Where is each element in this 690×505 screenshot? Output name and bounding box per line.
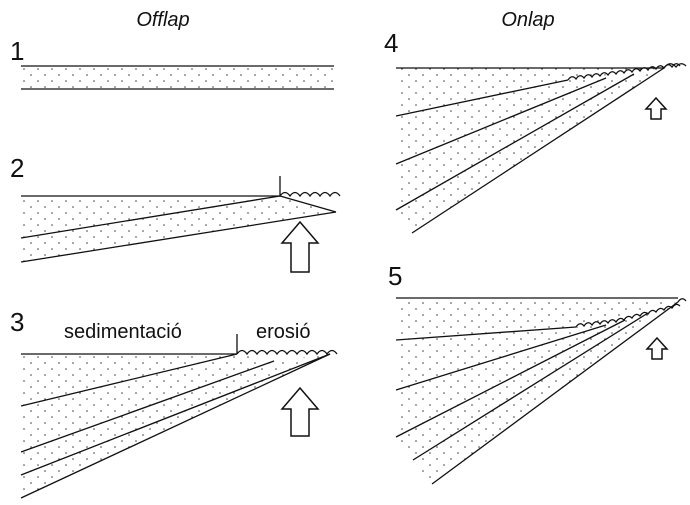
panel-2-bedding-line [279,195,337,213]
panel-2: 2 [10,153,341,273]
panel-5-stippled-wedge [413,302,678,484]
panel-5-base-line [431,301,679,485]
panel-5-number: 5 [388,261,402,291]
panel-3-bedding-line [20,353,331,476]
up-arrow-icon [644,96,668,120]
panel-3-number: 3 [10,307,24,337]
offlap-heading: Offlap [136,9,189,31]
panel-4-number: 4 [384,28,398,58]
panel-2-erosion-surface [279,191,341,198]
panel-5-bedding-line [395,319,626,438]
panel-5-stippled-wedge [396,298,678,340]
onlap-heading: Onlap [501,9,554,31]
up-arrow-icon [280,386,320,437]
panel-1-number: 1 [10,36,24,66]
panel-5-bedding-line [395,326,577,341]
panel-5-erosion-surface [677,298,687,303]
panel-2-base-line [20,211,337,263]
panel-3-stippled-wedge [21,354,274,452]
panel-1-stippled-layer [21,66,334,89]
panel-3-bedding-line [20,360,275,453]
panel-4-erosion-surface [567,63,681,81]
panel-4-stippled-wedge [396,68,664,116]
panel-4-erosion-surface [663,63,687,69]
panel-2-stippled-band [21,196,336,262]
panel-4-bedding-line [395,79,569,117]
up-arrow-icon [280,220,320,273]
up-arrow-icon [645,336,669,360]
panel-2-bedding-line [20,195,281,239]
panel-5-bedding-line [395,324,607,391]
panel-5: 5 [388,261,687,485]
panel-5-stippled-wedge [396,313,648,460]
panel-3: 3 sedimentació erosió [10,307,338,499]
panel-4: 4 [384,28,687,234]
panel-5-erosion-surface [575,303,681,328]
panel-3-erosion-label: erosió [256,321,310,343]
panel-4-bedding-line [395,77,607,165]
panel-1: 1 [10,36,334,90]
panel-3-base-line [20,353,331,499]
panel-5-bedding-line [412,312,649,461]
panel-4-base-line [411,67,665,234]
panel-3-bedding-line [20,353,238,407]
panel-4-bedding-line [395,73,635,211]
panel-2-number: 2 [10,153,24,183]
panel-4-stippled-wedge [396,68,664,233]
panel-3-erosion-surface [236,349,338,356]
panel-3-sedimentation-label: sedimentació [64,321,182,343]
